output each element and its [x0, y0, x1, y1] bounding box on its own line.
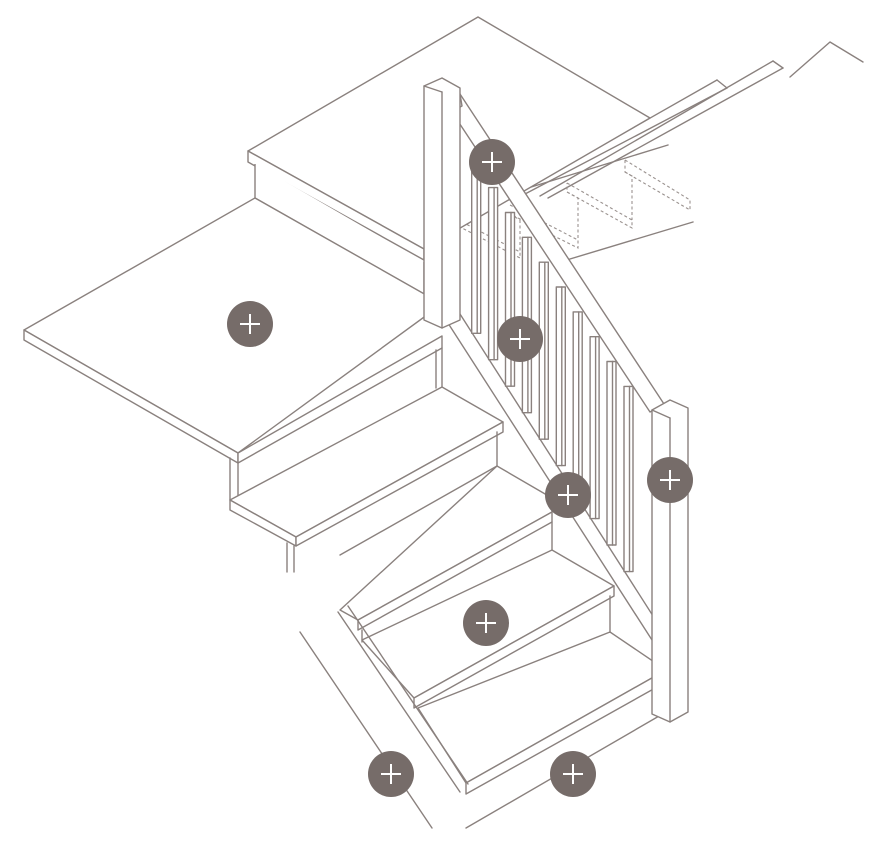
hotspot-newel-post[interactable]	[647, 457, 693, 503]
spindle	[623, 385, 634, 573]
spindle	[572, 311, 583, 493]
hotspot-handrail[interactable]	[469, 139, 515, 185]
spindle	[606, 360, 617, 546]
spindle	[471, 162, 482, 335]
top-newel-post	[423, 77, 461, 329]
hotspot-spindles[interactable]	[497, 316, 543, 362]
spindle	[555, 286, 566, 467]
bottom-newel-post	[651, 399, 689, 723]
spindle	[504, 211, 516, 387]
lower-flight	[229, 386, 667, 829]
spindle	[487, 186, 499, 361]
spindle	[538, 261, 549, 440]
hotspot-string[interactable]	[545, 472, 591, 518]
hotspot-landing[interactable]	[227, 301, 273, 347]
hotspot-wall-string[interactable]	[368, 751, 414, 797]
spindle	[589, 336, 600, 520]
hotspot-tread[interactable]	[463, 600, 509, 646]
hotspot-riser[interactable]	[550, 751, 596, 797]
spindles	[471, 162, 634, 573]
